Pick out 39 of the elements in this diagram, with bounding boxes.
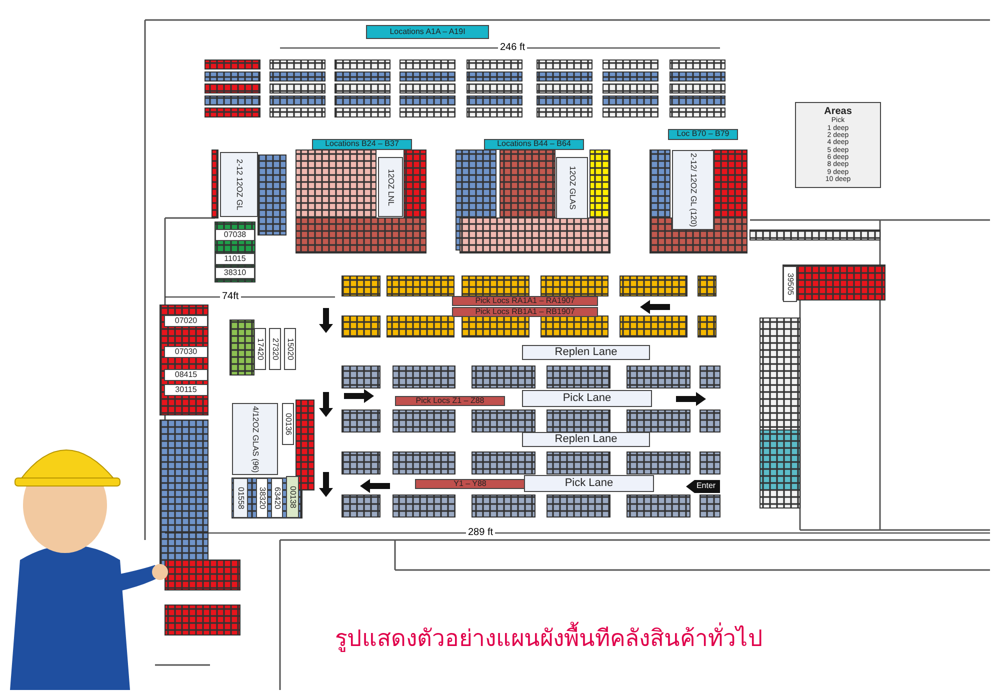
location-tag: 07020 [164,315,208,327]
product-box: 2-12/ 12OZ GL (120) [672,150,714,230]
location-tag: 07038 [215,229,255,241]
location-tag: 17420 [254,328,266,370]
location-banner: Locations A1A – A19I [366,25,489,39]
dimension-label: 246 ft [498,42,528,53]
location-banner: Pick Locs RA1A1 – RA1907 [452,296,598,306]
location-tag: 38320 [256,478,268,518]
dimension-label: 289 ft [466,527,496,538]
product-box: 2-12 12OZ GL [220,152,258,217]
location-tag: 30115 [164,384,208,396]
location-tag: 00138 [286,476,299,518]
location-banner: Locations B44 – B64 [484,139,584,150]
location-banner: Loc B70 – B79 [668,129,738,140]
location-tag: 63420 [271,478,283,518]
lane-label-box: Pick Lane [522,390,652,407]
location-tag: 38310 [215,267,255,279]
product-box: 12OZ GLAS [556,157,588,219]
location-tag: 27320 [269,328,281,370]
lane-label-box: Replen Lane [522,345,650,360]
location-banner: Y1 – Y88 [415,479,525,489]
location-tag: 00136 [282,403,294,445]
product-box: 4/12OZ GLAS (96) [232,403,278,475]
location-tag: 01558 [233,478,248,518]
location-tag: 39505 [783,266,797,302]
product-box: 12OZ LNL [378,157,403,217]
dimension-label: 74ft [220,291,241,302]
lane-label-box: Replen Lane [522,432,650,447]
legend-title: Areas [824,106,852,117]
location-banner: Pick Locs Z1 – Z88 [395,396,505,406]
legend-panel [795,102,881,188]
location-tag: 08415 [164,369,208,381]
caption: รูปแสดงตัวอย่างแผนผังพื้นทีคลังสินค้าทั่วไป [335,620,763,656]
location-banner: Pick Locs RB1A1 – RB1907 [452,307,598,317]
location-tag: 15020 [284,328,296,370]
location-tag: 11015 [215,253,255,265]
location-tag: 07030 [164,346,208,358]
location-banner: Locations B24 – B37 [312,139,412,150]
lane-label-box: Pick Lane [524,475,654,492]
